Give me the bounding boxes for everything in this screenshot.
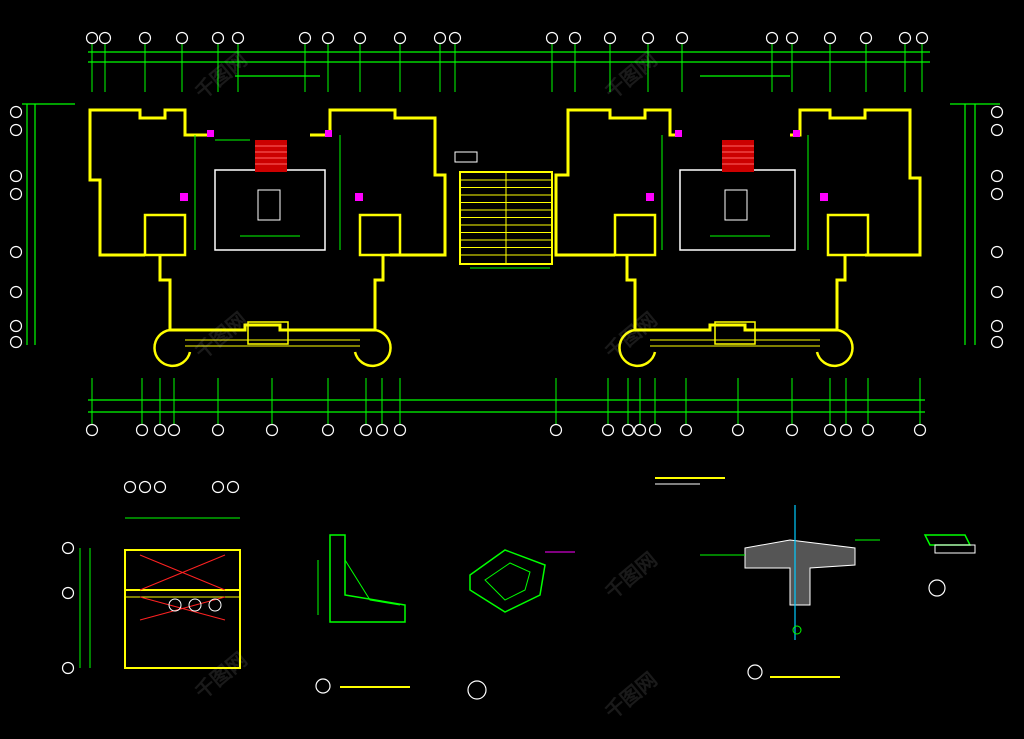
top-axis-bubbles: [85, 31, 929, 45]
axis-bubble: [359, 423, 373, 437]
axis-bubble: [621, 423, 635, 437]
axis-bubble: [167, 423, 181, 437]
axis-bubble: [990, 319, 1004, 333]
axis-bubble: [859, 31, 873, 45]
axis-bubble: [353, 31, 367, 45]
axis-bubble: [433, 31, 447, 45]
axis-bubble: [175, 31, 189, 45]
axis-bubble: [321, 31, 335, 45]
axis-bubble: [785, 31, 799, 45]
axis-bubble: [211, 31, 225, 45]
axis-bubble: [898, 31, 912, 45]
axis-bubble: [85, 31, 99, 45]
axis-bubble: [321, 423, 335, 437]
axis-bubble: [648, 423, 662, 437]
axis-bubble: [138, 31, 152, 45]
axis-bubble: [990, 105, 1004, 119]
floor-plan-left-unit: [88, 108, 447, 368]
axis-bubble: [393, 31, 407, 45]
detail-frame-elevation: [79, 517, 241, 669]
axis-bubble: [138, 480, 152, 494]
axis-bubble: [990, 169, 1004, 183]
axis-bubble: [633, 423, 647, 437]
axis-bubble: [9, 335, 23, 349]
axis-bubble: [823, 31, 837, 45]
axis-bubble: [568, 31, 582, 45]
axis-bubble: [9, 187, 23, 201]
axis-bubble: [265, 423, 279, 437]
axis-bubble: [641, 31, 655, 45]
axis-bubble: [61, 541, 75, 555]
axis-bubble: [375, 423, 389, 437]
axis-bubble: [9, 245, 23, 259]
axis-bubble: [9, 123, 23, 137]
axis-bubble: [731, 423, 745, 437]
axis-bubble: [153, 423, 167, 437]
axis-bubble: [765, 31, 779, 45]
detail-small-profile: [923, 534, 976, 597]
axis-bubble: [990, 285, 1004, 299]
center-stair: [454, 151, 553, 269]
axis-bubble: [915, 31, 929, 45]
axis-bubble: [123, 480, 137, 494]
axis-bubble: [135, 423, 149, 437]
axis-bubble: [85, 423, 99, 437]
axis-bubble: [211, 423, 225, 437]
axis-bubble: [9, 319, 23, 333]
axis-bubble: [861, 423, 875, 437]
axis-bubble: [61, 586, 75, 600]
right-dimension-lines: [950, 103, 1000, 345]
axis-bubble: [823, 423, 837, 437]
axis-bubble: [601, 423, 615, 437]
bottom-axis-bubbles: [85, 423, 927, 437]
axis-bubble: [153, 480, 167, 494]
axis-bubble: [990, 335, 1004, 349]
axis-bubble: [990, 123, 1004, 137]
axis-bubble: [9, 169, 23, 183]
axis-bubble: [226, 480, 240, 494]
detail-wall-section: [315, 534, 410, 694]
axis-bubble: [603, 31, 617, 45]
axis-bubble: [211, 480, 225, 494]
bottom-dimension-ticks: [91, 378, 921, 424]
axis-bubble: [675, 31, 689, 45]
axis-bubble: [679, 423, 693, 437]
axis-bubble: [9, 105, 23, 119]
axis-bubble: [839, 423, 853, 437]
axis-bubble: [785, 423, 799, 437]
axis-bubble: [448, 31, 462, 45]
side-axis-bubbles: [9, 105, 1004, 675]
axis-bubble: [549, 423, 563, 437]
top-dimension-lines: [88, 51, 930, 77]
axis-bubble: [990, 187, 1004, 201]
axis-bubble: [98, 31, 112, 45]
axis-bubble: [9, 285, 23, 299]
left-dimension-lines: [22, 103, 75, 345]
detail-isometric-gutter: [467, 549, 575, 700]
axis-bubble: [231, 31, 245, 45]
axis-bubble: [990, 245, 1004, 259]
axis-bubble: [61, 661, 75, 675]
floor-plan-right-unit: [554, 108, 922, 368]
detail-eave-section: [655, 477, 880, 680]
bottom-dimension-lines: [88, 399, 925, 413]
axis-bubble: [913, 423, 927, 437]
top-dimension-ticks: [91, 44, 923, 92]
axis-bubble: [545, 31, 559, 45]
axis-bubble: [298, 31, 312, 45]
axis-bubble: [393, 423, 407, 437]
